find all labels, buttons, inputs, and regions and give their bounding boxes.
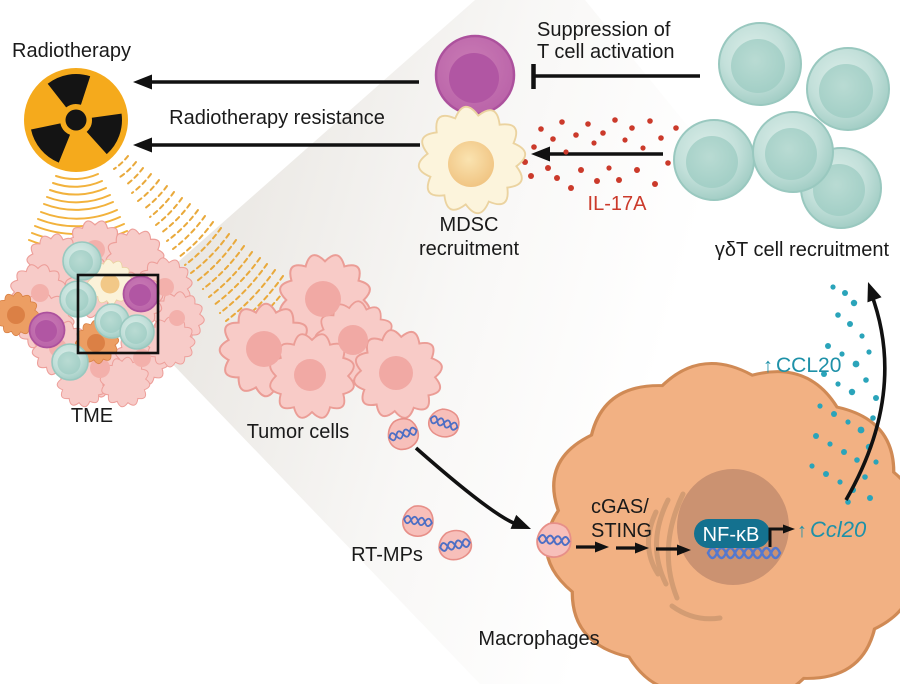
suppression-label-line1: Suppression of: [537, 19, 671, 41]
suppression-tbar: [531, 64, 700, 89]
suppression-label-line2: T cell activation: [537, 41, 674, 63]
transcription-arrow: [768, 524, 795, 547]
nfkb-complex: NF-κB: [694, 519, 795, 560]
ccl20-gene-label: Ccl20: [810, 517, 867, 542]
t-cell-purple: [434, 34, 516, 116]
tumor-cell-nuclei: [246, 281, 413, 391]
radiotherapy-label: Radiotherapy: [12, 40, 131, 62]
arrow-rtmp-to-macrophage: [414, 446, 531, 529]
nuclear-dna-helix: [706, 546, 782, 560]
il17a-label: IL-17A: [588, 193, 648, 215]
signal-relay-arrows: [576, 541, 691, 556]
macrophages-label: Macrophages: [478, 628, 599, 650]
tme-cluster: [0, 217, 215, 415]
tme-purple-cells: [28, 275, 160, 349]
ccl20-dots: [809, 284, 879, 505]
macrophage: cGAS/ STING NF-κB ↑ Ccl20: [530, 346, 900, 684]
resistance-label: Radiotherapy resistance: [169, 107, 385, 129]
ccl20-gene-up-arrow: ↑: [797, 520, 807, 542]
tumor-cells-label: Tumor cells: [247, 421, 350, 443]
resistance-arrows: [133, 74, 420, 153]
endoplasmic-reticulum: [645, 491, 723, 622]
gdt-cells: [673, 22, 890, 229]
ccl20-protein-label: CCL20: [776, 354, 841, 377]
ccl20-protein-up-arrow: ↑: [763, 355, 773, 377]
mdsc-label-line2: recruitment: [419, 238, 519, 260]
rtmp-label: RT-MPs: [351, 544, 423, 566]
tme-cream-cell: [84, 256, 136, 308]
arrow-ccl20-to-gdt: [844, 282, 887, 501]
radiotherapy-symbol: [24, 68, 128, 172]
tme-orange-cells: [0, 286, 128, 373]
mdsc-label-line1: MDSC: [440, 214, 499, 236]
gdt-label: γδT cell recruitment: [715, 239, 890, 261]
tme-zoom-box: [76, 273, 160, 355]
il17a-arrow: [531, 146, 663, 162]
nfkb-label: NF-κB: [703, 524, 760, 546]
mdsc-cell: [412, 100, 532, 220]
tme-label: TME: [71, 405, 113, 427]
cgas-label-line1: cGAS/: [591, 496, 649, 518]
cgas-label-line2: STING: [591, 520, 652, 542]
